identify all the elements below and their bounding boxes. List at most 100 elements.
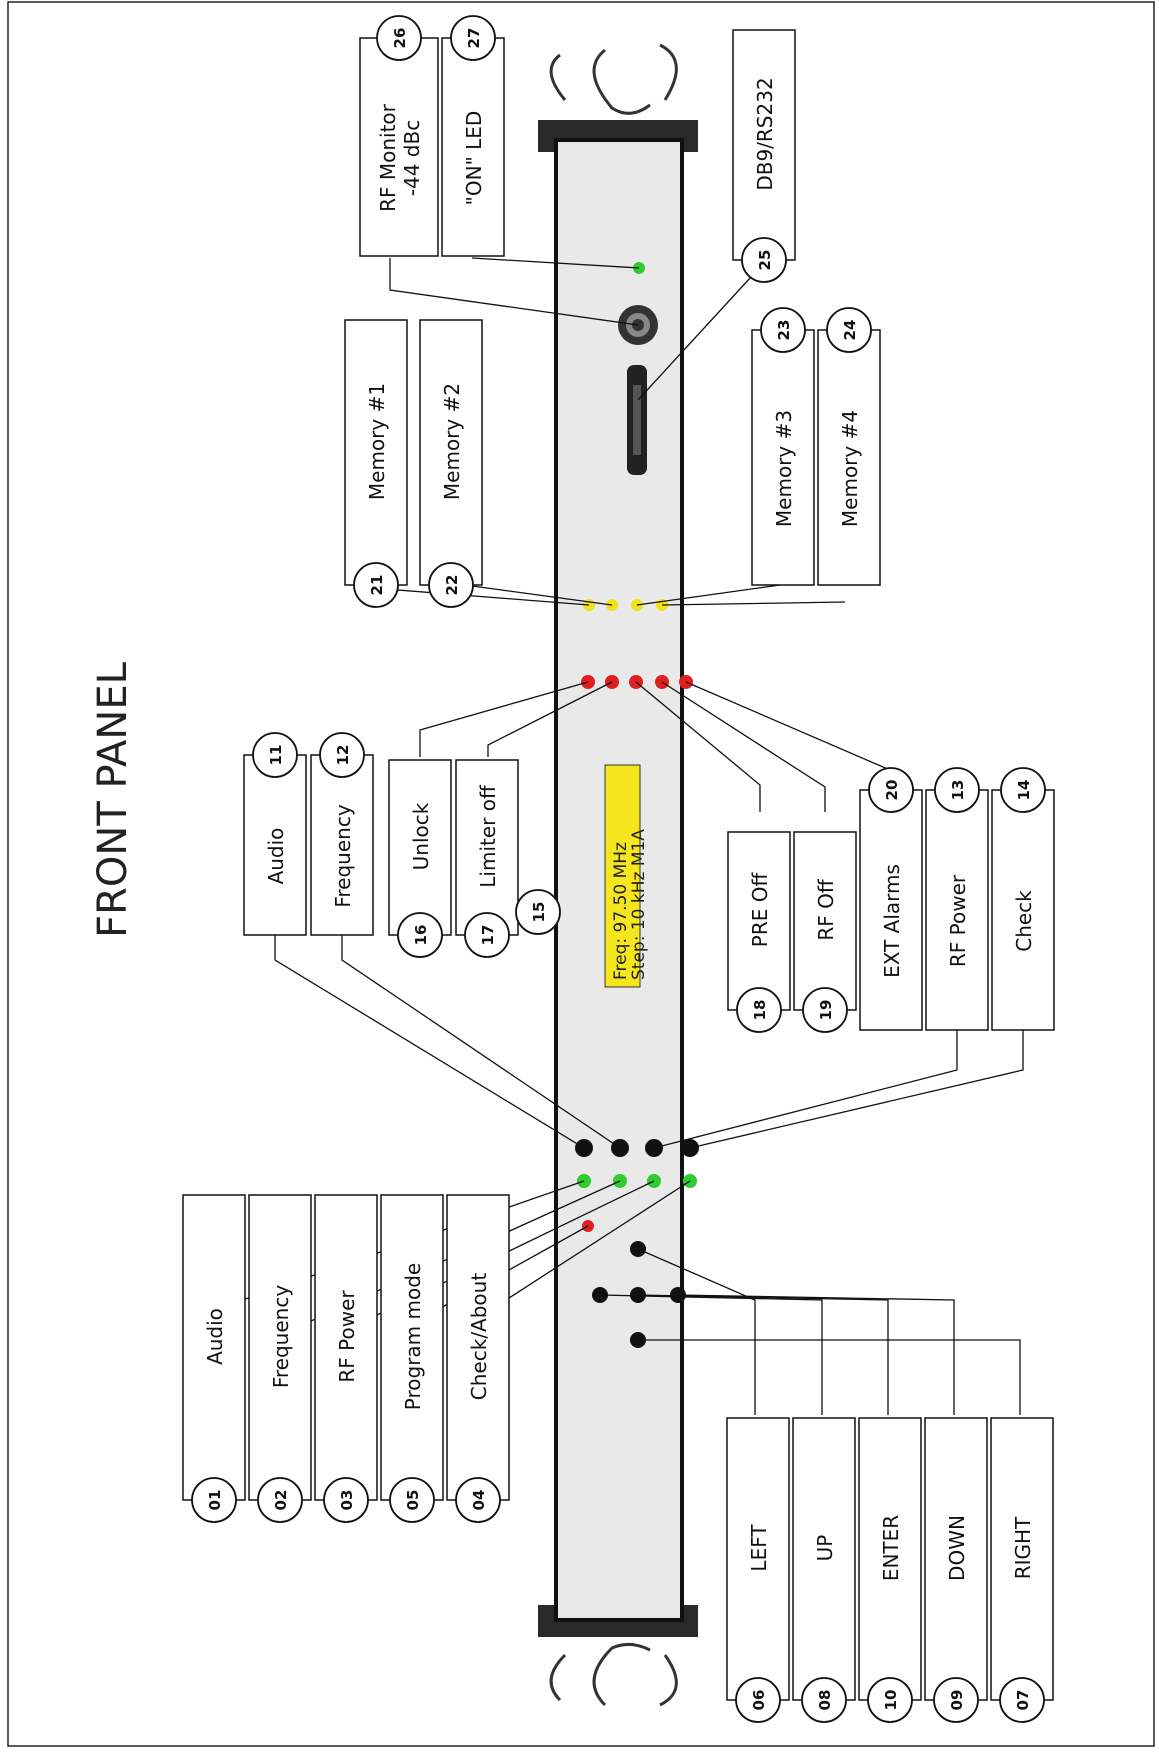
callout-box bbox=[182, 1194, 246, 1501]
rack-ear-bottom bbox=[549, 1643, 678, 1707]
callout-label: LEFT bbox=[747, 1524, 771, 1572]
callout-18: 18 PRE Off bbox=[727, 831, 791, 1033]
callout-label: Limiter off bbox=[476, 784, 500, 888]
callout-number-badge bbox=[252, 732, 298, 778]
callout-number: 20 bbox=[883, 780, 901, 801]
callout-number-badge bbox=[323, 1477, 369, 1523]
callout-number-badge bbox=[1000, 767, 1046, 813]
callout-box bbox=[359, 37, 439, 257]
callout-number-badge bbox=[397, 912, 443, 958]
callout-number: 08 bbox=[816, 1690, 834, 1711]
callout-box bbox=[793, 831, 857, 1011]
callout-label: DOWN bbox=[945, 1515, 969, 1581]
callout-label: RF Monitor bbox=[376, 103, 400, 212]
callout-27: 27"ON" LED bbox=[441, 15, 505, 257]
callout-number: 26 bbox=[391, 28, 409, 49]
rack-ear-top bbox=[549, 43, 678, 115]
callout-number-badge bbox=[999, 1677, 1045, 1723]
callout-label: Memory #2 bbox=[440, 383, 464, 500]
callout-number: 18 bbox=[751, 1000, 769, 1021]
callout-number-badge bbox=[801, 1677, 847, 1723]
callout-box bbox=[991, 789, 1055, 1031]
callout-number-badge bbox=[428, 562, 474, 608]
callout-13: 13 RF Power bbox=[925, 767, 989, 1031]
callout-label: ENTER bbox=[879, 1515, 903, 1581]
callout-number: 15 bbox=[530, 902, 548, 923]
callout-box bbox=[727, 831, 791, 1011]
callout-15: 15 bbox=[515, 889, 561, 935]
callout-label: PRE Off bbox=[748, 872, 772, 948]
outer-frame bbox=[7, 1, 1155, 1747]
callout-label: Memory #4 bbox=[838, 410, 862, 527]
lcd-line-1: Freq: 97.50 MHz bbox=[611, 842, 631, 980]
callout-number: 06 bbox=[750, 1690, 768, 1711]
callout-box bbox=[732, 29, 796, 261]
callout-number: 16 bbox=[412, 925, 430, 946]
callout-06: 06 LEFT bbox=[726, 1417, 790, 1723]
callout-number-badge bbox=[760, 307, 806, 353]
callout-label: Frequency bbox=[269, 1285, 293, 1388]
callout-number: 10 bbox=[882, 1690, 900, 1711]
callout-number: 19 bbox=[817, 1000, 835, 1021]
callout-box bbox=[990, 1417, 1054, 1701]
callout-number: 12 bbox=[334, 745, 352, 766]
callout-label: RF Off bbox=[814, 878, 838, 941]
callout-label: Audio bbox=[203, 1308, 227, 1365]
callout-label: Frequency bbox=[331, 804, 355, 907]
callout-number: 14 bbox=[1015, 780, 1033, 801]
callout-box bbox=[924, 1417, 988, 1701]
callout-box bbox=[446, 1194, 510, 1501]
callout-09: 09 DOWN bbox=[924, 1417, 988, 1723]
callout-box bbox=[441, 37, 505, 257]
callout-number: 13 bbox=[949, 780, 967, 801]
callout-number-badge bbox=[868, 767, 914, 813]
callout-number-badge bbox=[741, 237, 787, 283]
lcd-line-2: Step: 10 kHz M1A bbox=[629, 829, 649, 980]
callout-number: 23 bbox=[775, 320, 793, 341]
callout-label: Check/About bbox=[467, 1273, 491, 1401]
callout-label: Program mode bbox=[401, 1263, 425, 1410]
callout-number: 03 bbox=[338, 1490, 356, 1511]
callout-number: 11 bbox=[267, 745, 285, 766]
callout-number-badge bbox=[191, 1477, 237, 1523]
callout-number-badge bbox=[389, 1477, 435, 1523]
callout-number-badge bbox=[826, 307, 872, 353]
callout-box bbox=[419, 319, 483, 586]
callout-number-badge bbox=[353, 562, 399, 608]
callout-number-badge bbox=[735, 1677, 781, 1723]
callout-number: 09 bbox=[948, 1690, 966, 1711]
callout-number: 24 bbox=[841, 320, 859, 341]
page-title: FRONT PANEL bbox=[90, 661, 136, 937]
callout-number-badge bbox=[736, 987, 782, 1033]
callout-10: 10 ENTER bbox=[858, 1417, 922, 1723]
callout-label: RF Power bbox=[946, 874, 970, 967]
callout-number-badge bbox=[376, 15, 422, 61]
lcd-display: Freq: 97.50 MHz Step: 10 kHz M1A bbox=[604, 764, 649, 988]
callout-number-badge bbox=[319, 732, 365, 778]
callout-number-badge bbox=[933, 1677, 979, 1723]
callout-number-badge bbox=[515, 889, 561, 935]
callout-number: 27 bbox=[465, 28, 483, 49]
callout-label: RIGHT bbox=[1011, 1516, 1035, 1579]
callout-box bbox=[344, 319, 408, 586]
callout-label: Memory #1 bbox=[365, 383, 389, 500]
callout-box bbox=[455, 759, 519, 936]
callout-19: 19 RF Off bbox=[793, 831, 857, 1033]
callout-box bbox=[310, 754, 374, 936]
callout-box bbox=[817, 329, 881, 586]
